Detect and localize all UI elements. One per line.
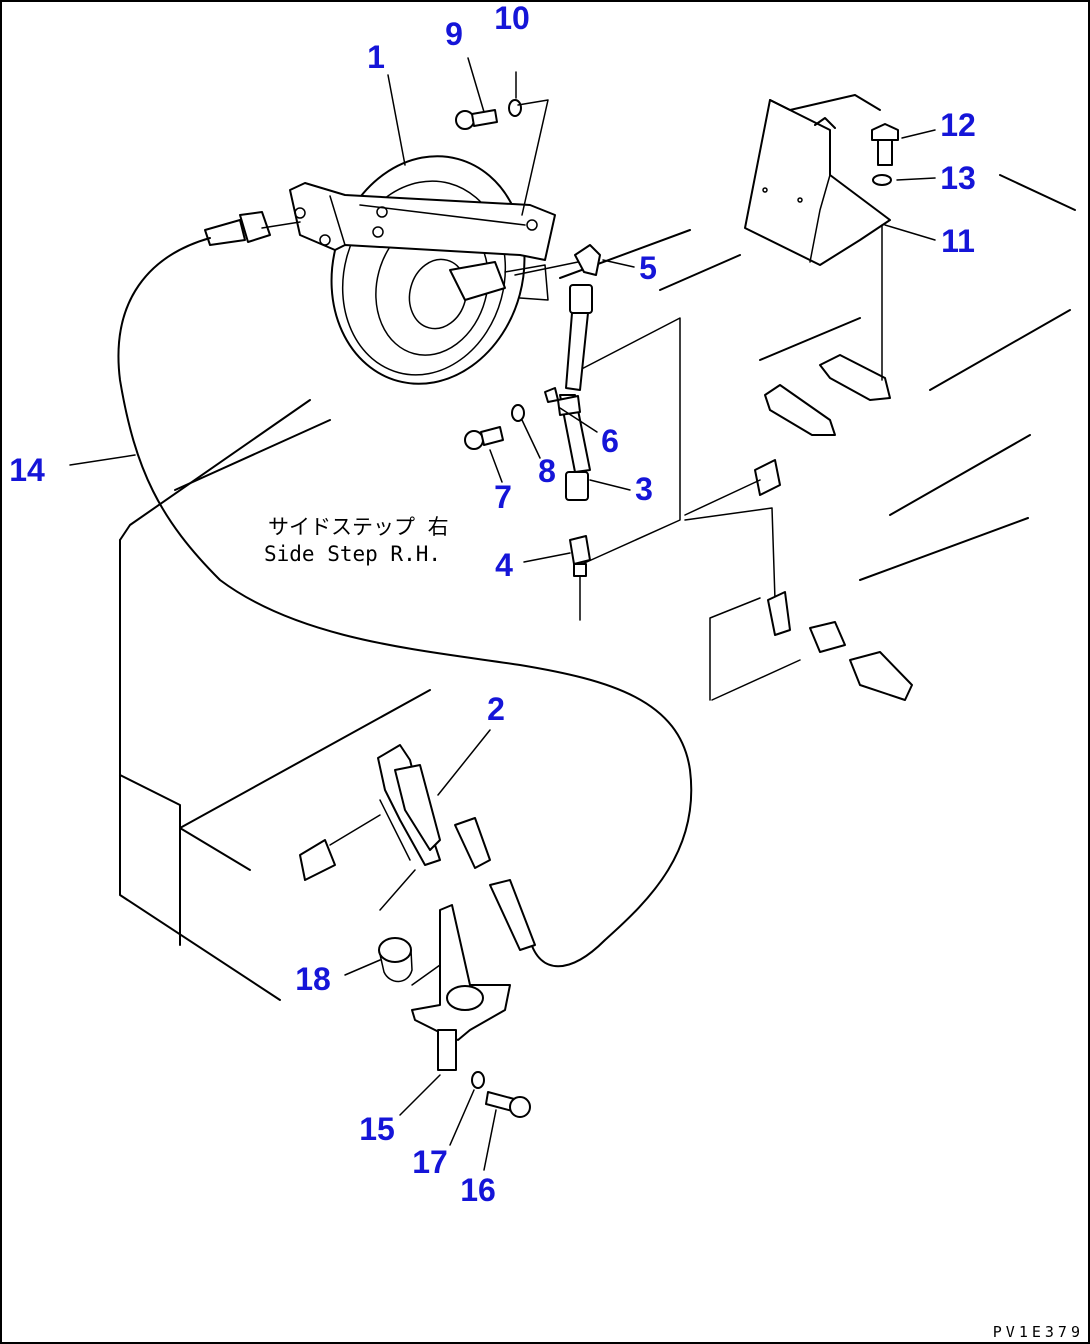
side-step-note-japanese: サイドステップ 右 [268,515,449,539]
callout-16: 16 [460,1172,496,1208]
callout-12: 12 [940,107,976,143]
side-step-frame [119,174,1076,1001]
callout-3: 3 [635,471,653,507]
mounting-bracket-plate [744,94,891,266]
callout-17: 17 [412,1144,448,1180]
bolt-7 [464,426,504,450]
bolt-12 [871,123,899,166]
callout-11: 11 [941,223,975,259]
side-step-note-english: Side Step R.H. [264,542,441,566]
callout-1: 1 [367,39,385,75]
callout-13: 13 [940,160,976,196]
leader-lines [69,57,936,1171]
hose-holder [299,744,536,951]
callout-6: 6 [601,423,619,459]
callout-4: 4 [495,547,513,583]
hose-assembly [557,284,593,501]
washer-17 [471,1071,485,1089]
washer-8 [511,404,525,422]
side-clips [684,354,913,701]
reel-hose [117,237,693,968]
clip-6 [544,387,559,403]
washer-13 [872,174,892,186]
callout-15: 15 [359,1111,395,1147]
elbow-fitting [514,244,601,276]
callout-8: 8 [538,453,556,489]
bolt-9 [455,109,498,130]
bolt-16 [485,1091,531,1118]
clamp-bracket [378,869,511,1071]
callout-2: 2 [487,691,505,727]
washer-10 [508,99,522,117]
callout-18: 18 [295,961,331,997]
callout-9: 9 [445,16,463,52]
callout-7: 7 [494,479,512,515]
hose-reel [204,155,556,385]
callout-14: 14 [9,452,45,488]
connector-fitting [569,535,591,577]
callout-5: 5 [639,250,657,286]
drawing-code: PV1E379 [993,1323,1084,1341]
callout-10: 10 [494,0,530,36]
